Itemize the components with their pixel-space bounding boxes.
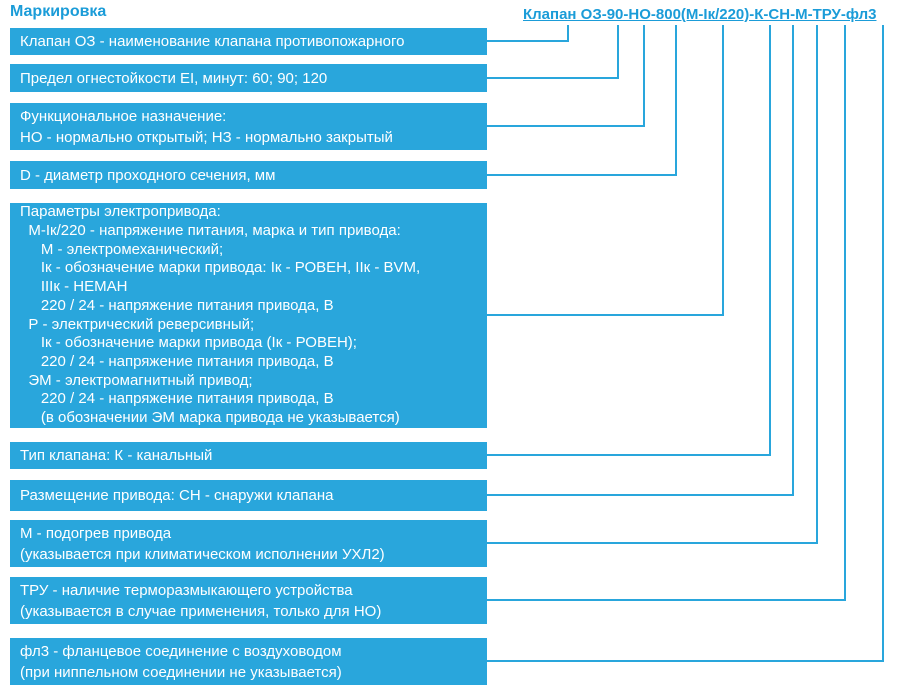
connector-line bbox=[487, 25, 818, 544]
box-drive-placement: Размещение привода: СН - снаружи клапана bbox=[10, 480, 487, 511]
connector-line bbox=[487, 25, 677, 176]
connector-line bbox=[487, 25, 771, 456]
box-valve-type: Тип клапана: К - канальный bbox=[10, 442, 487, 469]
box-drive-parameters: Параметры электропривода: М-Iк/220 - нап… bbox=[10, 203, 487, 428]
connector-line bbox=[487, 25, 794, 496]
page-title: Маркировка bbox=[10, 3, 107, 20]
connector-line bbox=[487, 25, 645, 127]
box-fire-resistance-limit: Предел огнестойкости EI, минут: 60; 90; … bbox=[10, 64, 487, 92]
box-thermal-release-device: ТРУ - наличие терморазмыкающего устройст… bbox=[10, 577, 487, 624]
box-flange-connection: фл3 - фланцевое соединение с воздуховодо… bbox=[10, 638, 487, 685]
box-functional-purpose: Функциональное назначение: НО - нормальн… bbox=[10, 103, 487, 150]
box-diameter: D - диаметр проходного сечения, мм bbox=[10, 161, 487, 189]
connector-line bbox=[487, 25, 884, 662]
connector-line bbox=[487, 25, 846, 601]
connector-line bbox=[487, 25, 569, 42]
connector-line bbox=[487, 25, 724, 316]
box-drive-heating: М - подогрев привода (указывается при кл… bbox=[10, 520, 487, 567]
box-valve-name: Клапан ОЗ - наименование клапана противо… bbox=[10, 28, 487, 55]
marking-formula: Клапан ОЗ-90-НО-800(М-Iк/220)-К-СН-М-ТРУ… bbox=[523, 6, 877, 23]
connector-line bbox=[487, 25, 619, 79]
